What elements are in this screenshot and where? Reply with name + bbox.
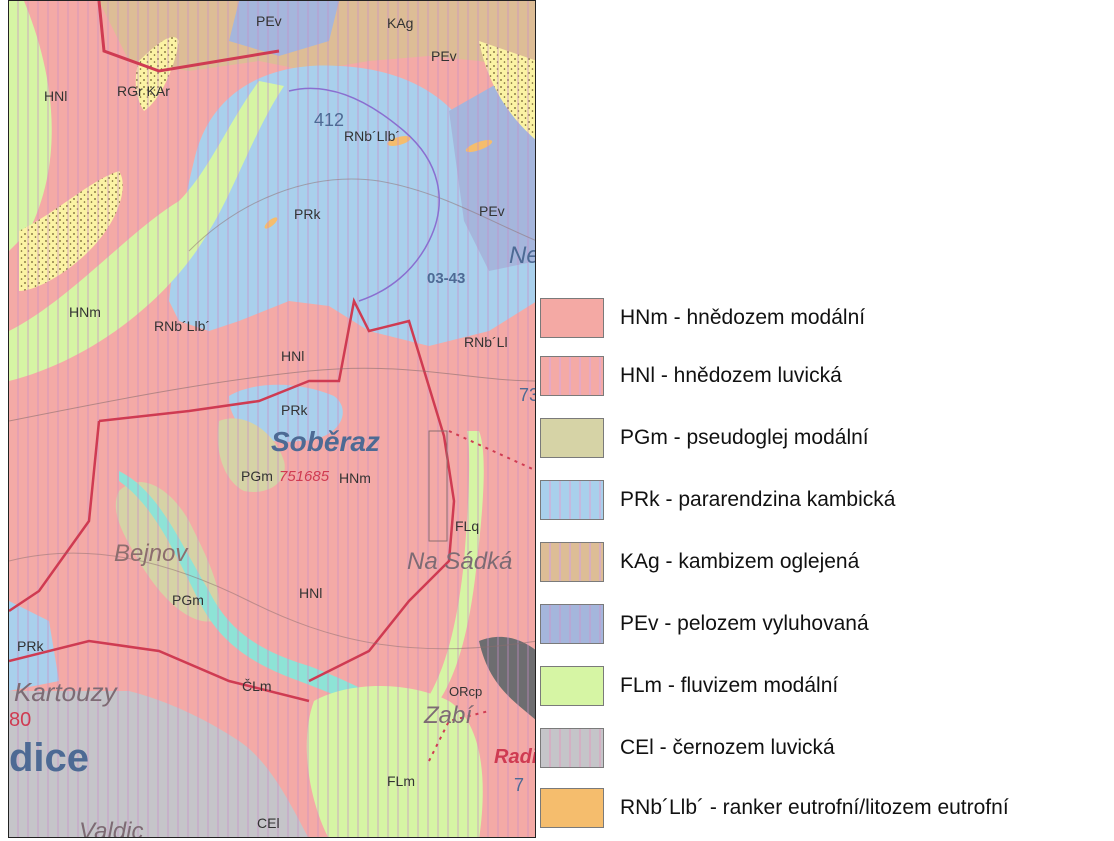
legend-item-hnl: HNl - hnědozem luvická [540, 356, 842, 396]
legend-label-cel: CEl - černozem luvická [620, 736, 835, 759]
legend-label-hnl: HNl - hnědozem luvická [620, 364, 842, 387]
legend-label-rnb: RNb´Llb´ - ranker eutrofní/litozem eutro… [620, 796, 1009, 819]
label-num-73: 73 [519, 385, 536, 405]
road-grey-block [428, 430, 448, 542]
legend-label-prk: PRk - pararendzina kambická [620, 488, 896, 511]
road-dotted [448, 430, 535, 472]
legend-label-hnm: HNm - hnědozem modální [620, 306, 866, 329]
label-rnb-llb-west: RNb´Llb´ [154, 318, 210, 334]
label-num-80: 80 [9, 709, 31, 731]
legend-item-prk: PRk - pararendzina kambická [540, 480, 895, 520]
legend-label-kag: KAg - kambizem oglejená [620, 550, 860, 573]
legend-swatch-pev [540, 604, 604, 644]
label-pgm-center: PGm [241, 468, 273, 484]
label-clm: ČLm [242, 678, 272, 694]
label-flq: FLq [455, 518, 479, 534]
label-ok-rcp: ORcp [449, 684, 482, 699]
label-zabi: Zabí [423, 702, 474, 729]
label-pev-top: PEv [256, 13, 282, 29]
label-dice: dice [9, 736, 89, 780]
label-na-sadka: Na Sádká [407, 548, 512, 575]
legend-item-pgm: PGm - pseudoglej modální [540, 418, 869, 458]
legend-swatch-hnl [540, 356, 604, 396]
label-prk-west: PRk [17, 638, 44, 654]
boundary-red-4 [9, 639, 310, 703]
legend-swatch-pgm [540, 418, 604, 458]
legend-item-flm: FLm - fluvizem modální [540, 666, 838, 706]
legend-swatch-cel [540, 728, 604, 768]
label-pgm-south: PGm [172, 592, 204, 608]
label-rad: Radi [494, 746, 536, 768]
label-0343: 03-43 [427, 270, 465, 287]
legend-swatch-kag [540, 542, 604, 582]
label-prk-center: PRk [294, 206, 321, 222]
label-num-7: 7 [514, 775, 524, 795]
boundary-red-3 [9, 420, 101, 613]
label-flm-south: FLm [387, 773, 415, 789]
label-hnm-center: HNm [339, 470, 371, 486]
legend-label-pev: PEv - pelozem vyluhovaná [620, 612, 869, 635]
legend-swatch-rnb [540, 788, 604, 828]
contour-1 [9, 367, 535, 422]
label-ne: Ne [509, 242, 536, 269]
stripe-overlay [9, 1, 535, 837]
legend-swatch-prk [540, 480, 604, 520]
label-rnb-llb-top: RNb´Llb´ [344, 128, 400, 144]
label-hnl-center: HNl [281, 348, 304, 364]
label-pev-east: PEv [479, 203, 505, 219]
label-valdice: Valdic [79, 818, 143, 838]
contour-2 [9, 552, 535, 650]
legend-item-kag: KAg - kambizem oglejená [540, 542, 859, 582]
label-kag-top: KAg [387, 15, 413, 31]
boundary-red-2 [98, 297, 456, 683]
road-purple [288, 87, 440, 302]
label-soberaz: Soběraz [271, 426, 380, 457]
legend-label-pgm: PGm - pseudoglej modální [620, 426, 869, 449]
label-hnl-south: HNl [299, 585, 322, 601]
legend-swatch-hnm [540, 298, 604, 338]
boundary-red-1 [97, 1, 280, 73]
legend-item-cel: CEl - černozem luvická [540, 728, 835, 768]
label-rnb-east: RNb´Ll [464, 334, 508, 350]
soil-map[interactable]: PEv KAg PEv HNl RGr KAr 412 RNb´Llb´ PRk… [8, 0, 536, 838]
contour-3 [188, 178, 535, 252]
legend-item-pev: PEv - pelozem vyluhovaná [540, 604, 869, 644]
label-bejnov: Bejnov [114, 540, 189, 567]
label-hnl-nw: HNl [44, 88, 67, 104]
label-kartouzy: Kartouzy [14, 677, 119, 707]
legend-item-rnb: RNb´Llb´ - ranker eutrofní/litozem eutro… [540, 788, 1009, 828]
label-pev-top2: PEv [431, 48, 457, 64]
label-cel-south: CEl [257, 815, 280, 831]
legend-item-hnm: HNm - hnědozem modální [540, 298, 865, 338]
legend-label-flm: FLm - fluvizem modální [620, 674, 839, 697]
label-num-751685: 751685 [279, 468, 330, 485]
label-hnm-west: HNm [69, 304, 101, 320]
label-rg-kar: RGr KAr [117, 83, 170, 99]
label-num-412: 412 [314, 110, 344, 130]
label-prk-soberaz: PRk [281, 402, 308, 418]
road-dotted-2 [428, 710, 490, 762]
legend-swatch-flm [540, 666, 604, 706]
